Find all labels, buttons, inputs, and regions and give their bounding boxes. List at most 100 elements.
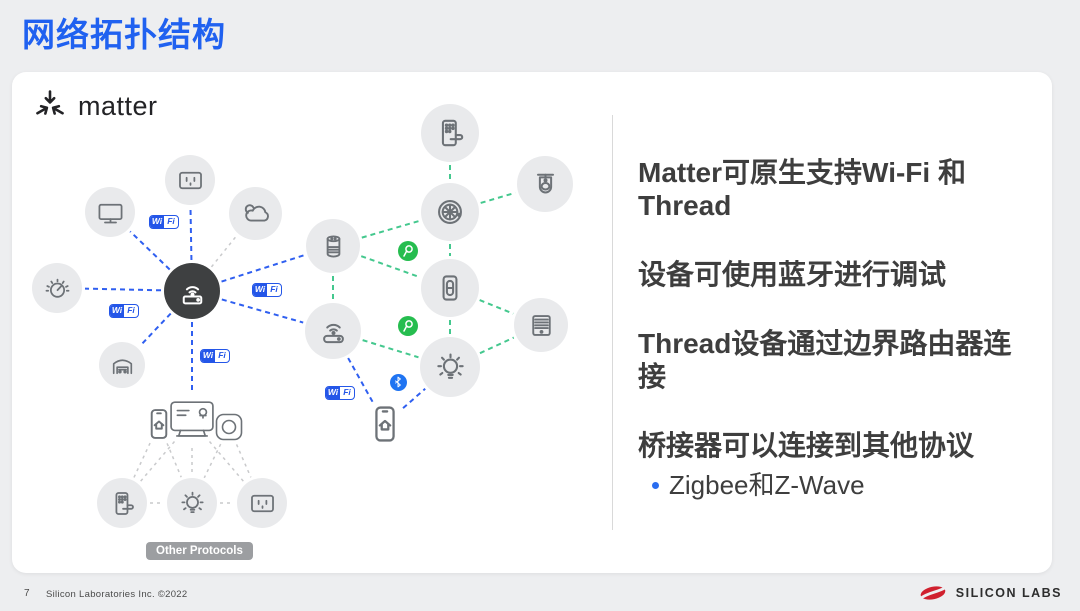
matter-symbol-icon (36, 90, 64, 115)
speaker-icon (326, 235, 340, 257)
wifi-badge-left: Wi (150, 216, 164, 228)
phone (365, 404, 405, 444)
outlet-icon (178, 171, 202, 189)
dimmer (32, 263, 82, 313)
camera-icon (536, 173, 554, 193)
footer: 7 Silicon Laboratories Inc. ©2022 SILICO… (0, 579, 1080, 611)
bluetooth-icon (395, 376, 401, 388)
copyright-text: Silicon Laboratories Inc. ©2022 (46, 589, 188, 600)
wifi-hub (164, 263, 220, 319)
vertical-divider (612, 115, 613, 530)
matter-logo: matter (32, 88, 158, 124)
point-thread-border-router: Thread设备通过边界路由器连接 (638, 328, 1012, 392)
wifi-badge-right: Fi (343, 387, 351, 397)
edge-wifi-hub-outlet (189, 207, 193, 261)
bulb-icon (180, 491, 204, 513)
shade (514, 298, 568, 352)
garage (99, 342, 145, 388)
lock-icon (441, 119, 464, 147)
edge-bridge-phone-op-bulb (166, 443, 182, 478)
bluetooth-badge (389, 373, 407, 391)
bulb-icon (436, 352, 464, 379)
point-native-wifi-thread: Matter可原生支持Wi-Fi 和 Thread (638, 157, 966, 221)
dimmer-icon (45, 278, 69, 298)
edge-bridge-hub-op-lock (139, 441, 176, 483)
wifi-badge-left: Wi (201, 350, 215, 362)
door-lock (421, 104, 479, 162)
bullet-item: Zigbee和Z-Wave (638, 470, 1038, 500)
cloud (228, 186, 282, 240)
lock-icon (115, 491, 134, 515)
bridge-phone (142, 407, 176, 441)
pod-icon (215, 413, 243, 441)
switch-icon (442, 275, 458, 301)
camera (517, 156, 573, 212)
edge-speaker-light-switch (360, 255, 421, 279)
bridge-hub (169, 398, 215, 444)
wifi-badge-left: Wi (326, 387, 340, 399)
edge-border-router-bulb (362, 339, 419, 359)
edge-wifi-hub-cloud (210, 235, 238, 268)
tv (85, 187, 135, 237)
silicon-labs-logo: SILICON LABS (918, 584, 1062, 602)
border-router-icon (322, 323, 344, 343)
bridge-hub-icon (170, 401, 214, 437)
page-title: 网络拓扑结构 (22, 16, 226, 53)
key-points-panel: Matter可原生支持Wi-Fi 和 Thread 设备可使用蓝牙进行调试 Th… (638, 156, 1038, 500)
tv-icon (98, 203, 122, 223)
thread-icon (403, 320, 413, 332)
bulb (420, 337, 480, 397)
edge-wifi-hub-garage (139, 312, 172, 347)
silicon-labs-swoosh-icon (919, 586, 947, 600)
edge-speaker-fan (361, 219, 420, 239)
garage-icon (112, 358, 132, 374)
router-icon (182, 285, 202, 304)
edge-bridge-hub-op-outlet (208, 441, 245, 483)
outlet-icon (250, 494, 274, 512)
edge-light-switch-shade (479, 299, 514, 315)
op-lock (97, 478, 147, 528)
wifi-badge-right: Fi (167, 216, 175, 226)
edge-wifi-hub-tv (129, 230, 171, 271)
fan-icon (438, 200, 462, 224)
wifi-badge-right: Fi (127, 305, 135, 315)
cloud-icon (244, 203, 269, 222)
edge-bulb-shade (479, 336, 515, 355)
thread-icon (403, 245, 413, 257)
light-switch (421, 259, 479, 317)
op-outlet (237, 478, 287, 528)
thread-badge (398, 316, 418, 336)
edge-bridge-pod-op-bulb (203, 443, 222, 479)
other-protocols-label: Other Protocols (146, 542, 253, 560)
edge-bridge-pod-op-outlet (235, 444, 252, 478)
fan (421, 183, 479, 241)
edge-fan-camera (480, 191, 516, 204)
phone-icon (150, 409, 168, 439)
edge-wifi-hub-border-router (221, 298, 304, 324)
wifi-badge-left: Wi (110, 305, 124, 317)
point-bluetooth-commissioning: 设备可使用蓝牙进行调试 (638, 259, 947, 290)
op-bulb (167, 478, 217, 528)
edge-wifi-hub-dimmer (84, 287, 162, 292)
matter-wordmark: matter (78, 90, 158, 121)
edge-phone-bulb (402, 388, 426, 409)
bridge-pod (214, 412, 244, 442)
wifi-badge-right: Fi (270, 284, 278, 294)
speaker (306, 219, 360, 273)
thread-badge (398, 241, 418, 261)
edge-bridge-phone-op-lock (133, 442, 151, 478)
page-number: 7 (24, 588, 30, 599)
topology-edges (84, 165, 516, 504)
wifi-badge-left: Wi (253, 284, 267, 296)
silicon-labs-wordmark: SILICON LABS (955, 586, 1062, 600)
point-bridge-block: 桥接器可以连接到其他协议 Zigbee和Z-Wave (638, 429, 1038, 500)
bullet-text: Zigbee和Z-Wave (669, 470, 865, 500)
outlet (165, 155, 215, 205)
edge-wifi-hub-speaker (221, 254, 305, 283)
